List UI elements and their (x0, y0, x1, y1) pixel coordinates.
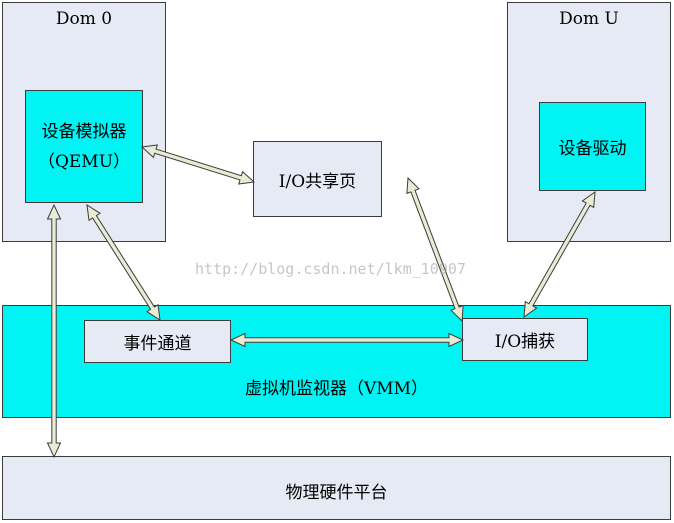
device-emulator-label: 设备模拟器 (41, 121, 127, 142)
arrow-driver-iotrap (523, 190, 596, 319)
io-trap-label: I/O捕获 (494, 332, 556, 352)
event-channel-box: 事件通道 (84, 320, 231, 363)
domu-title: Dom U (559, 9, 619, 29)
hardware-title: 物理硬件平台 (285, 483, 388, 503)
arrow-qemu-hardware (46, 203, 62, 459)
device-emulator-box: 设备模拟器 （QEMU） (25, 90, 143, 203)
vmm-title: 虚拟机监视器（VMM） (244, 379, 429, 399)
arrow-qemu-eventchannel (86, 204, 161, 321)
arrow-eventchannel-iotrap (229, 332, 465, 348)
device-driver-box: 设备驱动 (539, 102, 646, 191)
device-emulator-qemu-label: （QEMU） (37, 151, 131, 172)
io-shared-page-box: I/O共享页 (253, 141, 382, 217)
watermark: http://blog.csdn.net/lkm_10907 (195, 260, 466, 278)
dom0-title: Dom 0 (55, 9, 113, 29)
arrow-qemu-iopage (140, 144, 256, 185)
hardware-platform (2, 456, 671, 520)
device-driver-label: 设备驱动 (558, 139, 627, 159)
io-trap-box: I/O捕获 (462, 318, 588, 361)
event-channel-label: 事件通道 (123, 334, 192, 354)
arrow-iopage-iotrap (406, 176, 464, 323)
io-shared-page-label: I/O共享页 (278, 171, 357, 192)
